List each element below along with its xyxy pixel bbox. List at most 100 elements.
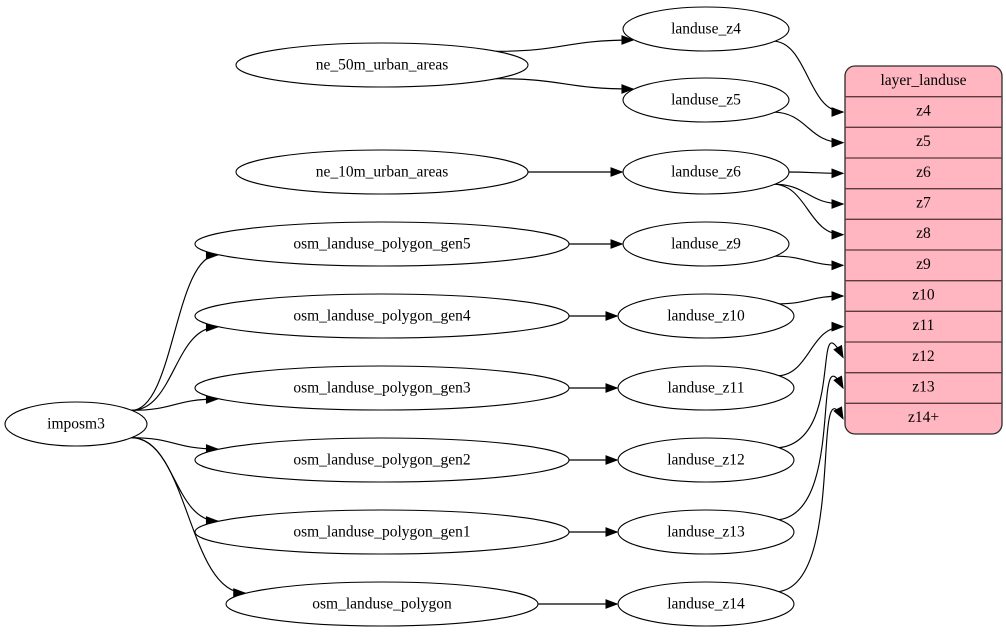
node-shape [235, 149, 529, 195]
edge-landuse_z14-to-layer_landuse-z14- [776, 408, 844, 593]
node-label: landuse_z9 [671, 236, 741, 253]
edge-arrowhead [610, 239, 624, 249]
table-row-z9[interactable]: z9 [916, 256, 931, 273]
edge-arrowhead [833, 406, 844, 420]
table-row-z10[interactable]: z10 [912, 287, 935, 304]
table-row-z6[interactable]: z6 [916, 164, 931, 181]
table-row-z12[interactable]: z12 [912, 348, 934, 365]
edge-arrowhead [833, 344, 844, 359]
node-shape [194, 293, 570, 339]
node-landuse_z11[interactable]: landuse_z11 [617, 365, 795, 411]
edge-arrowhead [605, 599, 619, 609]
edge-arrowhead [831, 137, 845, 148]
node-ne_50m_urban_areas[interactable]: ne_50m_urban_areas [235, 42, 529, 88]
node-osm_landuse_polygon_gen3[interactable]: osm_landuse_polygon_gen3 [194, 365, 570, 411]
node-shape [617, 437, 795, 483]
node-ne_10m_urban_areas[interactable]: ne_10m_urban_areas [235, 149, 529, 195]
node-landuse_z14[interactable]: landuse_z14 [617, 581, 795, 627]
node-shape [194, 221, 570, 267]
node-shape [194, 509, 570, 555]
node-landuse_z9[interactable]: landuse_z9 [622, 221, 790, 267]
edge-arrowhead [831, 321, 845, 332]
node-label: osm_landuse_polygon_gen4 [293, 308, 471, 325]
edge-arrowhead [833, 375, 844, 390]
node-shape [194, 365, 570, 411]
edge-landuse_z6-to-layer_landuse-z8 [772, 183, 844, 236]
node-label: osm_landuse_polygon [312, 596, 452, 613]
edge-arrowhead [621, 35, 635, 45]
node-label: osm_landuse_polygon_gen5 [293, 236, 471, 253]
node-shape [622, 77, 790, 123]
node-label: osm_landuse_polygon_gen1 [293, 524, 470, 541]
node-landuse_z4[interactable]: landuse_z4 [622, 6, 790, 52]
node-shape [617, 581, 795, 627]
edge-imposm3-to-osm_landuse_polygon_gen5 [131, 254, 218, 411]
table-row-z11[interactable]: z11 [913, 317, 935, 334]
edge-landuse_z5-to-layer_landuse-z5 [772, 111, 844, 144]
edge-arrowhead [605, 311, 619, 321]
edge-arrowhead [831, 199, 845, 209]
edge-landuse_z13-to-layer_landuse-z13 [776, 375, 844, 521]
table-row-z4[interactable]: z4 [916, 103, 931, 120]
table-row-z7[interactable]: z7 [916, 195, 931, 212]
node-shape [4, 401, 148, 447]
node-shape [622, 149, 790, 195]
nodes-layer: imposm3 ne_50m_urban_areas ne_10m_urban_ar… [4, 6, 795, 627]
node-osm_landuse_polygon_gen5[interactable]: osm_landuse_polygon_gen5 [194, 221, 570, 267]
node-label: landuse_z14 [667, 596, 745, 613]
table-row-z8[interactable]: z8 [916, 225, 931, 242]
node-landuse_z13[interactable]: landuse_z13 [617, 509, 795, 555]
node-shape [622, 221, 790, 267]
node-osm_landuse_polygon_gen4[interactable]: osm_landuse_polygon_gen4 [194, 293, 570, 339]
node-label: landuse_z4 [671, 21, 741, 38]
node-shape [617, 293, 795, 339]
edge-arrowhead [831, 291, 845, 301]
edge-imposm3-to-osm_landuse_polygon [131, 437, 245, 594]
node-osm_landuse_polygon_gen1[interactable]: osm_landuse_polygon_gen1 [194, 509, 570, 555]
node-landuse_z12[interactable]: landuse_z12 [617, 437, 795, 483]
edge-landuse_z12-to-layer_landuse-z12 [776, 342, 844, 449]
node-label: ne_50m_urban_areas [316, 57, 449, 74]
node-label: osm_landuse_polygon_gen2 [293, 452, 470, 469]
node-shape [617, 509, 795, 555]
node-label: ne_10m_urban_areas [316, 164, 449, 181]
table-row-z13[interactable]: z13 [912, 379, 935, 396]
table-layer: layer_landuse z4 z5 z6 z7 z8 z9 z10 z11 z12 z13 z14… [844, 65, 1003, 435]
table-row-z14+[interactable]: z14+ [908, 409, 939, 426]
node-shape [225, 581, 539, 627]
edge-arrowhead [605, 527, 619, 537]
edge-ne_50m_urban_areas-to-landuse_z4 [495, 39, 633, 52]
edge-imposm3-to-osm_landuse_polygon_gen4 [131, 326, 218, 411]
node-landuse_z10[interactable]: landuse_z10 [617, 293, 795, 339]
node-label: landuse_z5 [671, 92, 741, 109]
node-label: landuse_z13 [667, 524, 745, 541]
edge-arrowhead [831, 107, 845, 117]
node-shape [235, 42, 529, 88]
edge-ne_50m_urban_areas-to-landuse_z5 [495, 78, 633, 90]
node-label: imposm3 [47, 416, 105, 433]
node-shape [622, 6, 790, 52]
edge-imposm3-to-osm_landuse_polygon_gen2 [131, 437, 218, 450]
node-label: landuse_z10 [667, 308, 745, 325]
node-label: landuse_z12 [667, 452, 744, 469]
edge-arrowhead [605, 455, 619, 465]
edge-imposm3-to-osm_landuse_polygon_gen3 [131, 398, 218, 411]
node-osm_landuse_polygon_gen2[interactable]: osm_landuse_polygon_gen2 [194, 437, 570, 483]
node-landuse_z5[interactable]: landuse_z5 [622, 77, 790, 123]
edge-arrowhead [831, 168, 845, 179]
node-imposm3[interactable]: imposm3 [4, 401, 148, 447]
edge-arrowhead [621, 84, 635, 94]
node-label: landuse_z6 [671, 164, 741, 181]
edge-arrowhead [605, 383, 619, 393]
node-osm_landuse_polygon[interactable]: osm_landuse_polygon [225, 581, 539, 627]
node-shape [194, 437, 570, 483]
table-header-label: layer_landuse [880, 72, 966, 89]
node-landuse_z6[interactable]: landuse_z6 [622, 149, 790, 195]
edge-arrowhead [831, 229, 845, 240]
edge-arrowhead [610, 167, 624, 177]
node-shape [617, 365, 795, 411]
table-row-z5[interactable]: z5 [916, 133, 931, 150]
edge-arrowhead [831, 260, 845, 271]
